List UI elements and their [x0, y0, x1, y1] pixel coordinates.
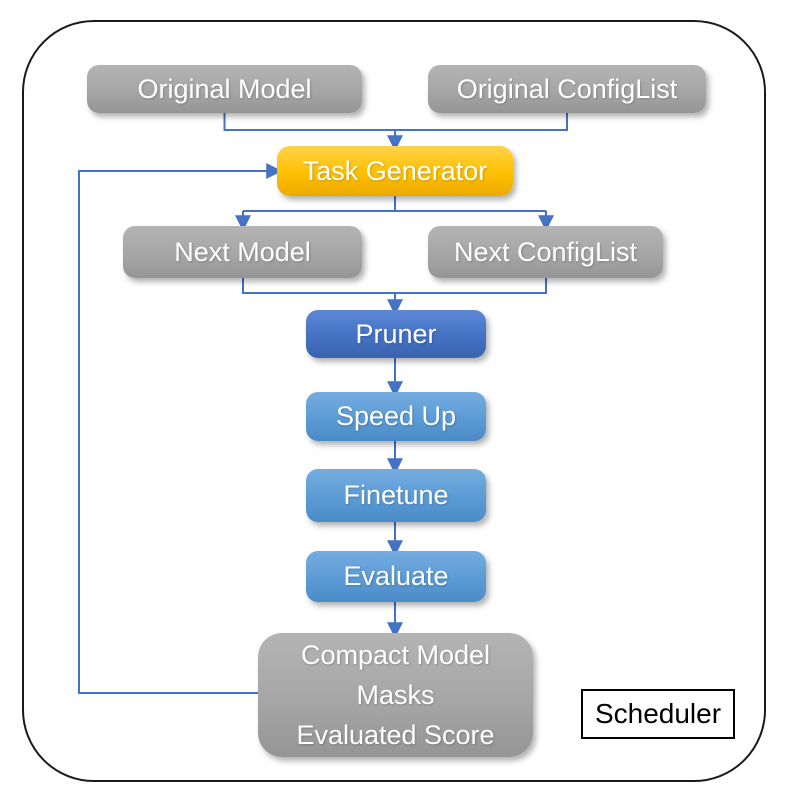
output-line-compact-model: Compact Model — [300, 640, 491, 670]
node-pruner: Pruner — [306, 310, 486, 358]
node-label: Next Model — [174, 236, 311, 267]
node-label: Speed Up — [335, 401, 457, 431]
node-label: Task Generator — [302, 155, 488, 186]
node-label: Original Model — [137, 73, 312, 104]
node-label: Evaluate — [343, 561, 449, 591]
node-original-model: Original Model — [87, 65, 362, 113]
scheduler-label: Scheduler — [594, 698, 722, 729]
scheduler-boundary-frame — [22, 20, 766, 782]
edge-feedback-loop — [78, 163, 283, 694]
node-speed-up: Speed Up — [306, 392, 486, 441]
node-label: Finetune — [343, 480, 449, 510]
node-label: Next ConfigList — [453, 236, 638, 267]
edge-inputs-merge — [223, 113, 568, 131]
node-next-model: Next Model — [123, 226, 362, 278]
node-finetune: Finetune — [306, 469, 486, 522]
node-original-configlist: Original ConfigList — [428, 65, 706, 113]
node-label: Pruner — [355, 318, 437, 349]
output-line-masks: Masks — [356, 680, 435, 710]
output-line-evaluated-score: Evaluated Score — [296, 720, 495, 750]
node-output-results: Compact Model Masks Evaluated Score — [258, 633, 533, 757]
node-evaluate: Evaluate — [306, 551, 486, 602]
edge-next-merge — [242, 278, 547, 294]
scheduler-label-box: Scheduler — [581, 689, 735, 739]
node-label: Original ConfigList — [456, 73, 678, 104]
edge-task-generator-split — [243, 196, 546, 212]
node-task-generator: Task Generator — [277, 146, 513, 196]
node-next-configlist: Next ConfigList — [428, 226, 663, 278]
